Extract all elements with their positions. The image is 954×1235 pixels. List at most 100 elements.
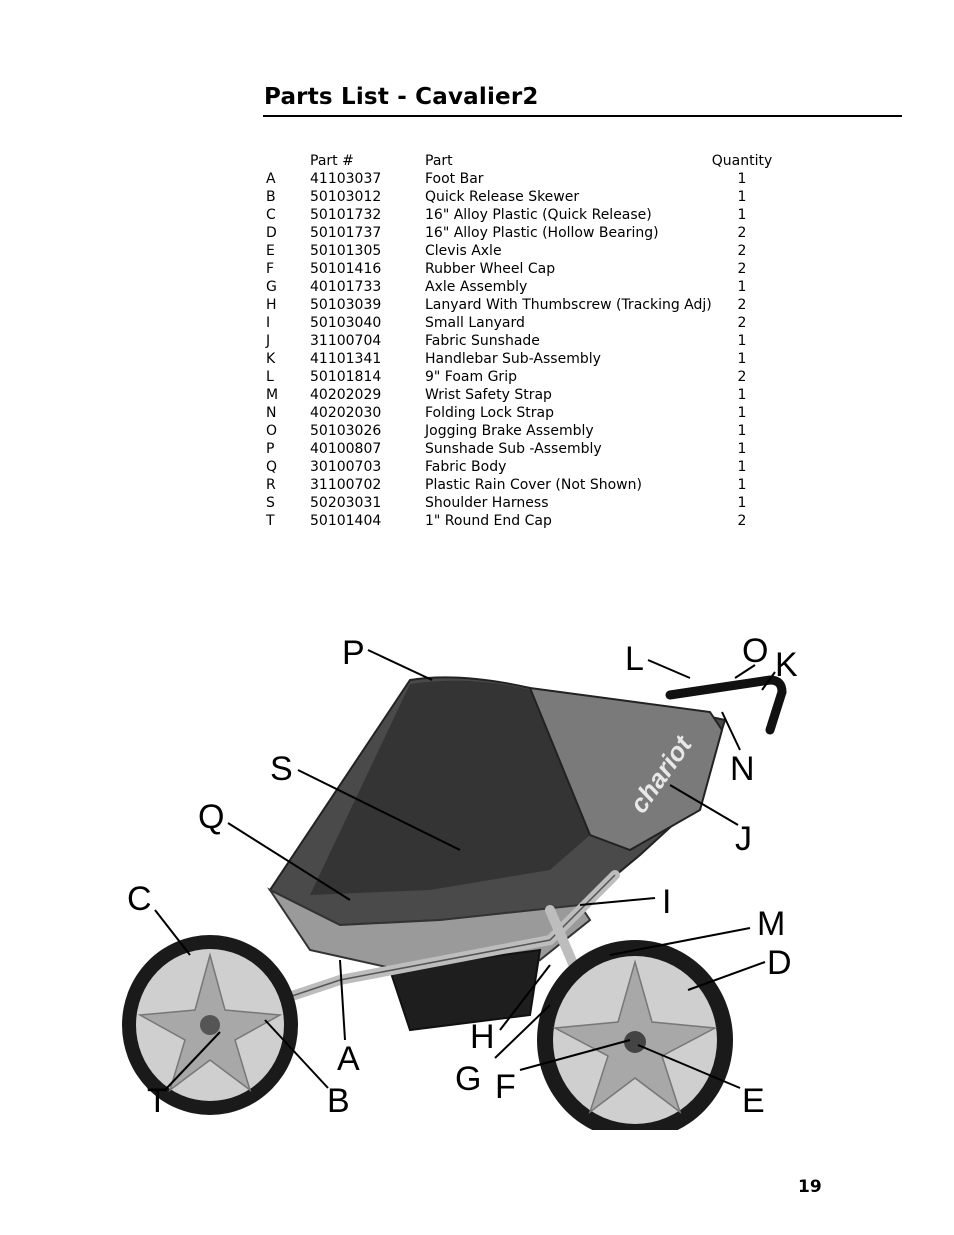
row-letter: T (266, 513, 275, 529)
row-part-number: 50203031 (310, 495, 382, 511)
row-part-number: 50101404 (310, 513, 382, 529)
row-quantity: 2 (737, 297, 747, 313)
callout-t: T (147, 1082, 168, 1120)
callout-l: L (625, 640, 644, 678)
callout-s: S (270, 750, 293, 788)
row-quantity: 2 (737, 315, 747, 331)
row-letter: H (266, 297, 277, 313)
row-part-number: 40202029 (310, 387, 382, 403)
row-part-number: 40100807 (310, 441, 382, 457)
row-part-name: Small Lanyard (425, 315, 525, 331)
table-row: I 50103040 Small Lanyard 2 (262, 314, 772, 332)
row-letter: A (266, 171, 276, 187)
row-part-number: 30100703 (310, 459, 382, 475)
callout-i: I (662, 883, 671, 921)
table-header-row: Part # Part Quantity (262, 152, 772, 170)
row-part-name: Quick Release Skewer (425, 189, 580, 205)
row-part-name: Clevis Axle (425, 243, 502, 259)
header-quantity: Quantity (711, 153, 773, 169)
row-part-name: 1" Round End Cap (425, 513, 552, 529)
storage-basket (388, 948, 542, 1032)
callout-k: K (775, 646, 798, 684)
row-quantity: 1 (737, 189, 747, 205)
callout-h: H (470, 1018, 495, 1056)
row-quantity: 1 (737, 441, 747, 457)
row-letter: E (266, 243, 275, 259)
row-part-number: 50101732 (310, 207, 382, 223)
table-row: P 40100807 Sunshade Sub -Assembly 1 (262, 440, 772, 458)
row-letter: N (266, 405, 277, 421)
front-wheel (122, 935, 298, 1115)
leader-lines (154, 649, 776, 1091)
row-letter: D (266, 225, 277, 241)
callout-d: D (767, 944, 792, 982)
row-part-number: 41101341 (310, 351, 382, 367)
row-letter: O (266, 423, 278, 439)
row-part-number: 40202030 (310, 405, 382, 421)
callout-n: N (730, 750, 755, 788)
row-part-number: 50103026 (310, 423, 382, 439)
row-quantity: 2 (737, 225, 747, 241)
canopy-window (310, 680, 590, 895)
header-letter (262, 152, 310, 170)
callout-f: F (495, 1068, 516, 1106)
row-letter: R (266, 477, 276, 493)
row-letter: M (266, 387, 279, 403)
row-quantity: 1 (737, 351, 747, 367)
row-quantity: 1 (737, 207, 747, 223)
page-number: 19 (798, 1177, 822, 1197)
row-part-number: 41103037 (310, 171, 382, 187)
callout-p: P (342, 634, 365, 672)
row-letter: I (266, 315, 271, 331)
callout-g: G (455, 1060, 481, 1098)
table-row: F 50101416 Rubber Wheel Cap 2 (262, 260, 772, 278)
row-part-name: Sunshade Sub -Assembly (425, 441, 602, 457)
row-part-name: Shoulder Harness (425, 495, 549, 511)
canopy-side-panel (528, 686, 724, 852)
row-quantity: 2 (737, 261, 747, 277)
row-quantity: 1 (737, 405, 747, 421)
row-part-name: Wrist Safety Strap (425, 387, 552, 403)
callout-b: B (327, 1082, 350, 1120)
callout-a: A (337, 1040, 360, 1078)
callout-labels: P L O K S N Q J C I M D H A G F E T B (127, 632, 798, 1120)
row-part-number: 50101737 (310, 225, 382, 241)
row-letter: P (266, 441, 275, 457)
callout-e: E (742, 1082, 765, 1120)
page-title: Parts List - Cavalier2 (264, 84, 539, 110)
row-letter: J (266, 333, 271, 349)
row-letter: K (266, 351, 276, 367)
row-part-number: 50103039 (310, 297, 382, 313)
header-part-number: Part # (310, 153, 354, 169)
row-part-number: 50101305 (310, 243, 382, 259)
row-part-number: 50101416 (310, 261, 382, 277)
row-letter: G (266, 279, 277, 295)
row-quantity: 1 (737, 495, 747, 511)
row-quantity: 1 (737, 459, 747, 475)
row-part-name: 9" Foam Grip (425, 369, 517, 385)
row-quantity: 2 (737, 369, 747, 385)
row-quantity: 1 (737, 387, 747, 403)
row-letter: C (266, 207, 276, 223)
title-divider (263, 115, 902, 117)
row-letter: F (266, 261, 275, 277)
row-part-name: Rubber Wheel Cap (425, 261, 556, 277)
row-part-number: 50103040 (310, 315, 382, 331)
rear-wheel (537, 940, 733, 1130)
row-part-name: 16" Alloy Plastic (Hollow Bearing) (425, 225, 659, 241)
row-letter: L (266, 369, 274, 385)
callout-q: Q (198, 798, 224, 836)
row-part-number: 50103012 (310, 189, 382, 205)
header-part: Part (425, 153, 453, 169)
table-row: M 40202029 Wrist Safety Strap 1 (262, 386, 772, 404)
